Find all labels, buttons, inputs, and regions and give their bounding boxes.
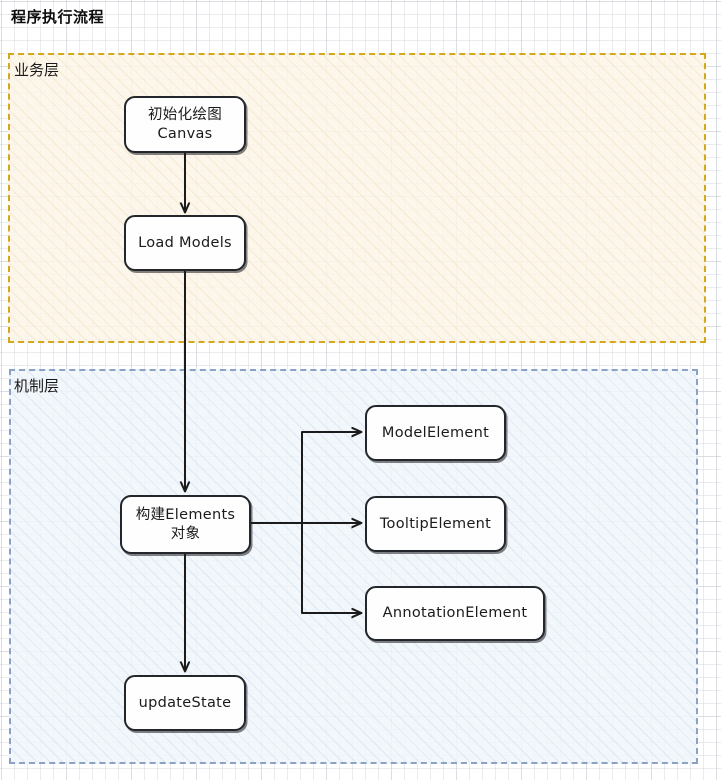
node-tooltip-element-label: TooltipElement xyxy=(379,515,492,532)
node-init-canvas[interactable]: 初始化绘图 Canvas xyxy=(124,96,246,153)
node-update-state-label: updateState xyxy=(138,694,232,711)
node-init-canvas-line-2: Canvas xyxy=(157,125,213,142)
node-model-element[interactable]: ModelElement xyxy=(365,405,506,461)
lane-business-label: 业务层 xyxy=(14,61,60,79)
node-load-models[interactable]: Load Models xyxy=(124,215,246,271)
node-tooltip-element[interactable]: TooltipElement xyxy=(365,496,506,552)
node-load-models-label: Load Models xyxy=(138,234,232,251)
node-build-elements-line-2: 对象 xyxy=(170,525,201,542)
page-title: 程序执行流程 xyxy=(11,8,105,26)
lane-mechanism xyxy=(9,369,698,764)
node-build-elements[interactable]: 构建Elements 对象 xyxy=(120,495,251,554)
node-annotation-element-label: AnnotationElement xyxy=(382,605,528,622)
node-model-element-label: ModelElement xyxy=(381,424,490,441)
node-init-canvas-line-1: 初始化绘图 xyxy=(148,106,222,123)
node-build-elements-line-1: 构建Elements xyxy=(135,506,236,523)
lane-business xyxy=(8,53,706,343)
lane-mechanism-label: 机制层 xyxy=(14,377,60,395)
node-update-state[interactable]: updateState xyxy=(124,675,246,731)
node-annotation-element[interactable]: AnnotationElement xyxy=(365,586,545,641)
